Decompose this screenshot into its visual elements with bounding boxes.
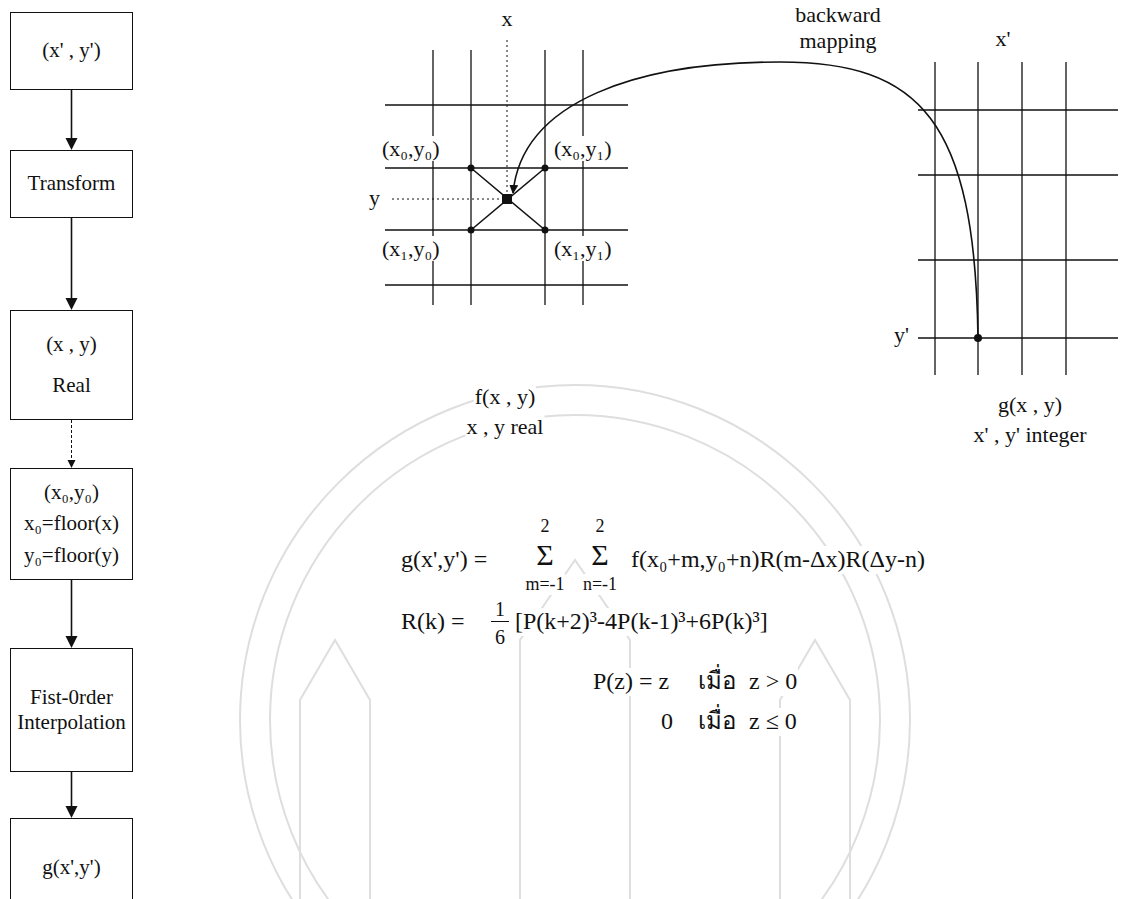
sum-limit: m=-1 bbox=[524, 574, 565, 595]
formula-text: R(k) = bbox=[400, 608, 466, 636]
pixel-coordinate: (x₁,y₁) bbox=[553, 236, 613, 261]
process-box: g(x',y') bbox=[10, 818, 133, 899]
formula-text: z ≤ 0 bbox=[748, 708, 798, 736]
backward-mapping-curve bbox=[513, 62, 978, 338]
arrow-head bbox=[66, 298, 78, 310]
box-text: x₀=floor(x) bbox=[17, 511, 126, 536]
image-name: f(x , y) bbox=[474, 384, 536, 409]
seal-watermark bbox=[240, 385, 910, 899]
formula-text: 0 bbox=[660, 708, 674, 736]
flow-arrow bbox=[66, 218, 78, 310]
image-note: x' , y' integer bbox=[972, 422, 1087, 447]
arrow-line bbox=[71, 420, 72, 462]
sum-symbol: Σ bbox=[535, 538, 554, 573]
process-box: Fist-0rder Interpolation bbox=[10, 648, 133, 772]
guide-dotted-lines bbox=[392, 40, 507, 199]
target-grid bbox=[918, 62, 1118, 375]
box-text: Real bbox=[17, 373, 126, 398]
image-name: g(x , y) bbox=[997, 392, 1063, 417]
arrow-line bbox=[71, 90, 73, 140]
pixel-coordinate: (x₀,y₀) bbox=[381, 136, 441, 161]
arrow-head bbox=[68, 460, 76, 468]
box-text: Fist-0rder Interpolation bbox=[17, 685, 126, 735]
formula-text: z > 0 bbox=[748, 668, 798, 696]
arrow-line bbox=[71, 580, 73, 638]
sum-limit: 2 bbox=[595, 516, 606, 537]
box-text: g(x',y') bbox=[17, 855, 126, 880]
process-box: Transform bbox=[10, 150, 133, 218]
formula-text: [P(k+2)³-4P(k-1)³+6P(k)³] bbox=[514, 608, 769, 636]
box-text: (x , y) bbox=[17, 332, 126, 357]
fraction-number: 6 bbox=[494, 626, 506, 649]
image-note: x , y real bbox=[466, 414, 545, 439]
box-text: y₀=floor(y) bbox=[17, 543, 126, 568]
sum-limit: 2 bbox=[540, 516, 551, 537]
arrow-head bbox=[66, 138, 78, 150]
flow-arrow bbox=[68, 420, 76, 468]
process-box: (x₀,y₀) x₀=floor(x) y₀=floor(y) bbox=[10, 468, 133, 580]
mapping-caption: backward mapping bbox=[781, 2, 895, 55]
formula-text: P(z) = z bbox=[592, 668, 670, 696]
sum-symbol: Σ bbox=[590, 538, 609, 573]
arrow-line bbox=[71, 772, 73, 808]
axis-label: x bbox=[501, 6, 514, 31]
sum-limit: n=-1 bbox=[582, 574, 618, 595]
source-grid bbox=[385, 50, 628, 305]
box-text: (x' , y') bbox=[17, 38, 126, 63]
box-text: (x₀,y₀) bbox=[17, 480, 126, 505]
flow-arrow bbox=[66, 772, 78, 818]
process-box: (x , y) Real bbox=[10, 310, 133, 420]
flow-arrow bbox=[66, 90, 78, 150]
process-box: (x' , y') bbox=[10, 12, 133, 90]
formula-text: g(x',y') = bbox=[400, 546, 488, 574]
pixel-coordinate: (x₀,y₁) bbox=[553, 136, 613, 161]
neighbour-dots bbox=[468, 165, 549, 234]
arrow-line bbox=[71, 218, 73, 300]
interpolation-diagonals bbox=[471, 168, 545, 230]
condition-word: เมื่อ bbox=[697, 708, 737, 736]
formula-text: f(x₀+m,y₀+n)R(m-Δx)R(Δy-n) bbox=[630, 546, 926, 574]
axis-label: y bbox=[368, 185, 381, 210]
condition-word: เมื่อ bbox=[697, 668, 737, 696]
axis-label: y' bbox=[893, 322, 910, 347]
axis-label: x' bbox=[995, 26, 1012, 51]
arrow-head bbox=[66, 806, 78, 818]
flow-arrow bbox=[66, 580, 78, 648]
fraction-number: 1 bbox=[491, 598, 509, 622]
pixel-coordinate: (x₁,y₀) bbox=[381, 236, 441, 261]
arrow-head bbox=[66, 636, 78, 648]
box-text: Transform bbox=[17, 171, 126, 196]
